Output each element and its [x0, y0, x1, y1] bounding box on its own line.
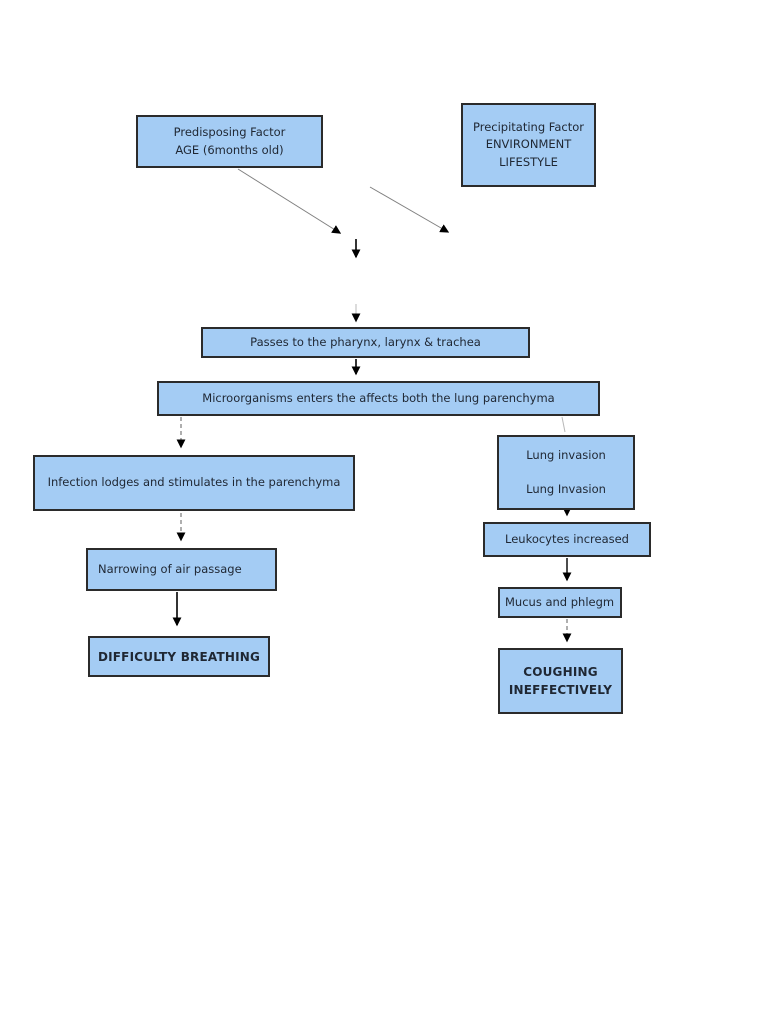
node-infection-lodges: Infection lodges and stimulates in the p… [33, 455, 355, 511]
arrow-predisposing-diagonal [237, 168, 342, 234]
node-passes-to-pharynx: Passes to the pharynx, larynx & trachea [201, 327, 530, 358]
connector-microorganisms-to-lung-invasion [561, 416, 566, 433]
node-mucus-and-phlegm: Mucus and phlegm [498, 587, 622, 618]
arrow-precipitating-diagonal [369, 186, 450, 233]
node-precipitating-factor: Precipitating Factor ENVIRONMENT LIFESTY… [461, 103, 596, 187]
node-lung-invasion: Lung invasion Lung Invasion [497, 435, 635, 510]
node-coughing-ineffectively: COUGHING INEFFECTIVELY [498, 648, 623, 714]
node-leukocytes-increased: Leukocytes increased [483, 522, 651, 557]
node-predisposing-factor: Predisposing Factor AGE (6months old) [136, 115, 323, 168]
node-microorganisms-enter: Microorganisms enters the affects both t… [157, 381, 600, 416]
node-narrowing-air-passage: Narrowing of air passage [86, 548, 277, 591]
node-difficulty-breathing: DIFFICULTY BREATHING [88, 636, 270, 677]
